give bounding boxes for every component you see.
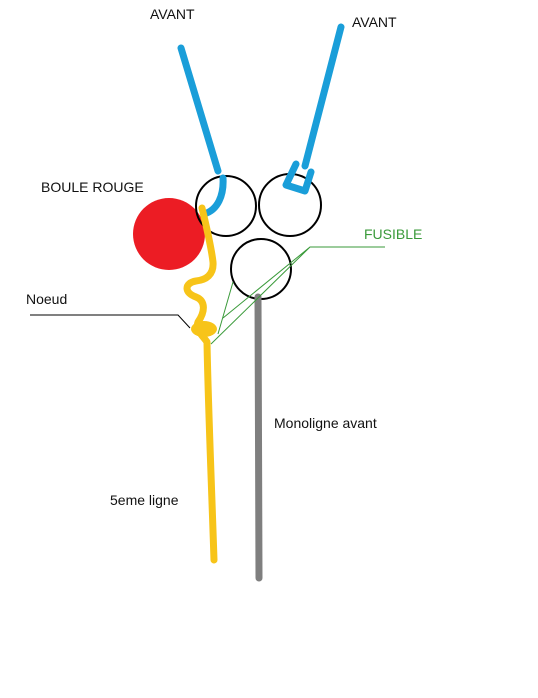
blue-line-left (177, 44, 227, 218)
fusible-leader (210, 246, 385, 345)
label-monoligne: Monoligne avant (274, 415, 377, 431)
label-boule-rouge: BOULE ROUGE (41, 179, 144, 195)
label-noeud: Noeud (26, 291, 68, 307)
label-cinquieme: 5eme ligne (110, 492, 179, 508)
ring-top-left (195, 175, 257, 237)
label-avant-right: AVANT (352, 14, 397, 30)
label-avant-left: AVANT (150, 6, 195, 22)
ring-bottom (230, 238, 292, 300)
red-ball (133, 198, 205, 270)
noeud-leader (30, 314, 191, 329)
label-fusible: FUSIBLE (364, 226, 423, 242)
knot (191, 321, 217, 337)
blue-line-right (282, 23, 345, 195)
yellow-line (183, 204, 218, 564)
gray-line (254, 293, 263, 582)
